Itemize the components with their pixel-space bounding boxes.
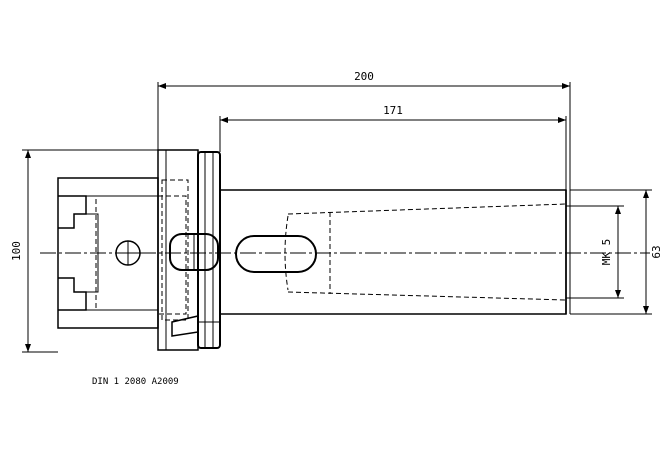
dim-flange-diameter-label: 100 [10,241,23,261]
part-note: DIN 1 2080 A2009 [92,377,179,387]
dimension-overall-length: 200 [157,70,571,190]
shank [219,189,571,315]
dim-bore-diameter-label: 63 [650,245,663,258]
dimension-flange-diameter: 100 [10,149,158,353]
dimension-taper: MK 5 [566,205,624,299]
dimension-bore-diameter: 63 [570,189,663,315]
collar [157,149,221,351]
dim-shank-length-label: 171 [383,104,403,117]
dim-taper-label: MK 5 [600,239,613,266]
dim-overall-length-label: 200 [354,70,374,83]
drive-slot [235,235,317,273]
taper-bore-hidden [284,203,567,301]
dimension-shank-length: 171 [219,104,567,190]
